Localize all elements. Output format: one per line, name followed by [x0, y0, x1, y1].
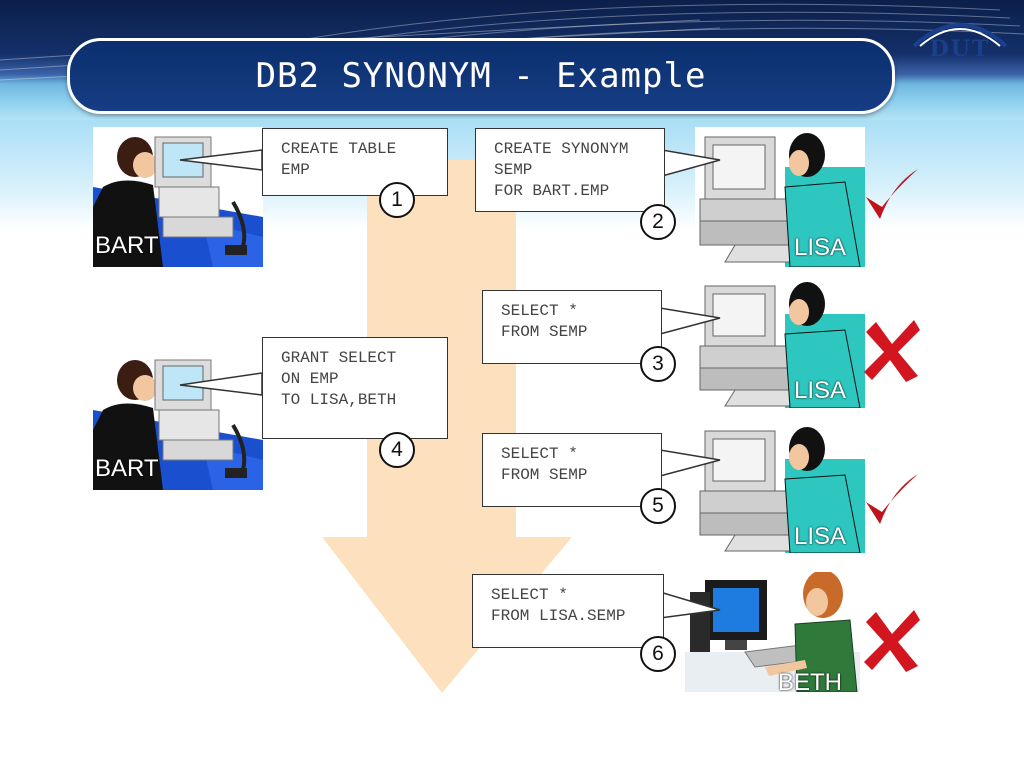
sql-callout: CREATE TABLE EMP [262, 128, 448, 196]
slide-title: DB2 SYNONYM - Example [255, 56, 707, 96]
sql-callout: GRANT SELECT ON EMP TO LISA,BETH [262, 337, 448, 439]
sql-callout: SELECT * FROM SEMP [482, 290, 662, 364]
callout-pointer [659, 590, 721, 619]
title-box: DB2 SYNONYM - Example [67, 38, 895, 114]
sql-callout: SELECT * FROM LISA.SEMP [472, 574, 664, 648]
sql-line: FOR BART.EMP [494, 182, 610, 200]
dut-logo: DUT [910, 10, 1010, 66]
lisa-workstation-2-illustration [695, 127, 865, 267]
sql-line: ON EMP [281, 370, 339, 388]
sql-line: EMP [281, 161, 310, 179]
sql-line: CREATE SYNONYM [494, 140, 629, 158]
lisa-workstation-3-illustration [695, 278, 865, 408]
logo-text: DUT [929, 36, 991, 62]
sql-line: SELECT * [491, 586, 568, 604]
step-number-badge: 6 [640, 636, 676, 672]
user-label: BART [95, 232, 159, 259]
cross-icon [864, 320, 920, 382]
step-number-badge: 3 [640, 346, 676, 382]
sql-callout: SELECT * FROM SEMP [482, 433, 662, 507]
user-label: BETH [778, 669, 843, 696]
user-label: LISA [794, 523, 847, 550]
sql-line: SELECT * [501, 302, 578, 320]
sql-line: FROM LISA.SEMP [491, 607, 626, 625]
cross-icon [864, 610, 920, 672]
bart-workstation-4-illustration [93, 350, 263, 490]
step-number-badge: 5 [640, 488, 676, 524]
sql-line: SEMP [494, 161, 533, 179]
user-label: LISA [794, 377, 847, 404]
sql-line: CREATE TABLE [281, 140, 397, 158]
sql-callout: CREATE SYNONYM SEMP FOR BART.EMP [475, 128, 665, 212]
check-icon [866, 169, 918, 219]
sql-line: FROM SEMP [501, 466, 588, 484]
user-label: LISA [794, 234, 847, 261]
beth-workstation-illustration [685, 572, 860, 692]
step-number-badge: 4 [379, 432, 415, 468]
sql-line: SELECT * [501, 445, 578, 463]
bart-workstation-1-illustration [93, 127, 263, 267]
logo-arc-icon [912, 23, 1008, 48]
step-number-badge: 1 [379, 182, 415, 218]
step-number-badge: 2 [640, 204, 676, 240]
check-icon [866, 474, 918, 524]
sql-line: TO LISA,BETH [281, 391, 397, 409]
lisa-workstation-5-illustration [695, 423, 865, 553]
sql-line: FROM SEMP [501, 323, 588, 341]
sql-line: GRANT SELECT [281, 349, 397, 367]
user-label: BART [95, 455, 159, 482]
